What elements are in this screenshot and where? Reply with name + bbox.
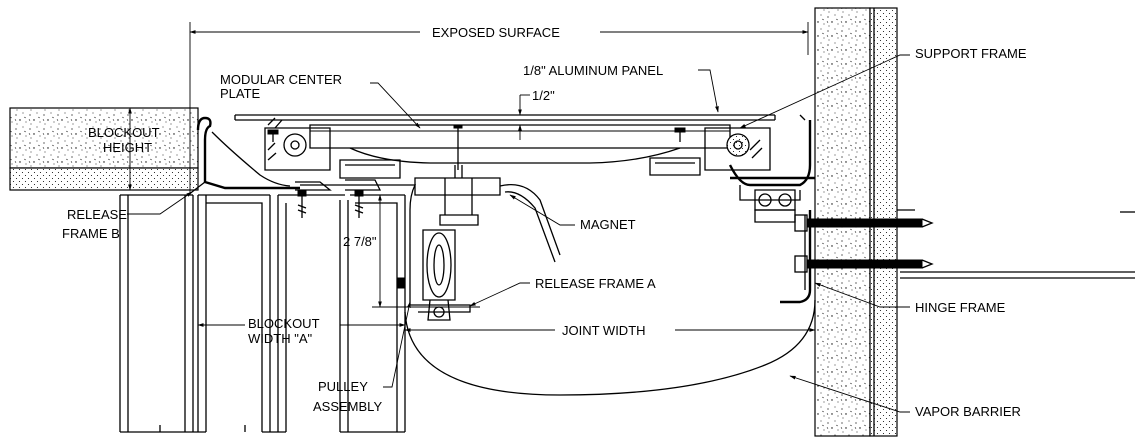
left-clip-assembly	[264, 117, 401, 179]
anchor-bolts	[794, 214, 934, 273]
two-seven-eighths-label: 2 7/8"	[343, 234, 377, 249]
modular-center-label-line2: PLATE	[220, 86, 261, 101]
exposed-surface-label: EXPOSED SURFACE	[432, 25, 560, 40]
pulley-assembly-label-line1: PULLEY	[318, 379, 368, 394]
left-concrete-slab	[9, 107, 199, 191]
release-frame-b-label-line1: RELEASE	[67, 207, 127, 222]
blockout-width-label-line2: WIDTH "A"	[248, 331, 312, 346]
magnet-label: MAGNET	[580, 217, 636, 232]
aluminum-panel-label: 1/8" ALUMINUM PANEL	[523, 63, 663, 78]
panel-screws	[267, 124, 686, 170]
exposed-surface-dimension	[189, 22, 809, 195]
release-frame-a-label: RELEASE FRAME A	[535, 276, 656, 291]
support-frame-label: SUPPORT FRAME	[915, 46, 1027, 61]
blockout-height-label-line1: BLOCKOUT	[88, 125, 160, 140]
release-frame-b	[187, 116, 300, 196]
hinge-frame	[728, 114, 815, 304]
magnet-assembly	[414, 165, 561, 263]
half-inch-label: 1/2"	[532, 88, 555, 103]
hinge-frame-label: HINGE FRAME	[915, 300, 1006, 315]
leader-lines	[127, 54, 910, 413]
joint-width-label: JOINT WIDTH	[562, 323, 646, 338]
pulley-assembly	[396, 229, 456, 321]
right-floor-line	[897, 209, 1135, 279]
two-seven-eighths-dimension	[372, 194, 480, 308]
bottom-bracket	[295, 179, 471, 313]
blockout-width-label-line1: BLOCKOUT	[248, 316, 320, 331]
blockout-height-label-line2: HEIGHT	[103, 140, 152, 155]
vapor-barrier	[404, 299, 816, 396]
aluminum-panel	[234, 114, 776, 121]
half-inch-dimension	[518, 94, 530, 140]
right-clip-assembly	[649, 127, 771, 176]
pulley-assembly-label-line2: ASSEMBLY	[313, 399, 382, 414]
modular-center-label-line1: MODULAR CENTER	[220, 72, 342, 87]
blockout-framing	[119, 194, 406, 433]
release-frame-b-label-line2: FRAME B	[62, 226, 120, 241]
vapor-barrier-label: VAPOR BARRIER	[915, 404, 1021, 419]
